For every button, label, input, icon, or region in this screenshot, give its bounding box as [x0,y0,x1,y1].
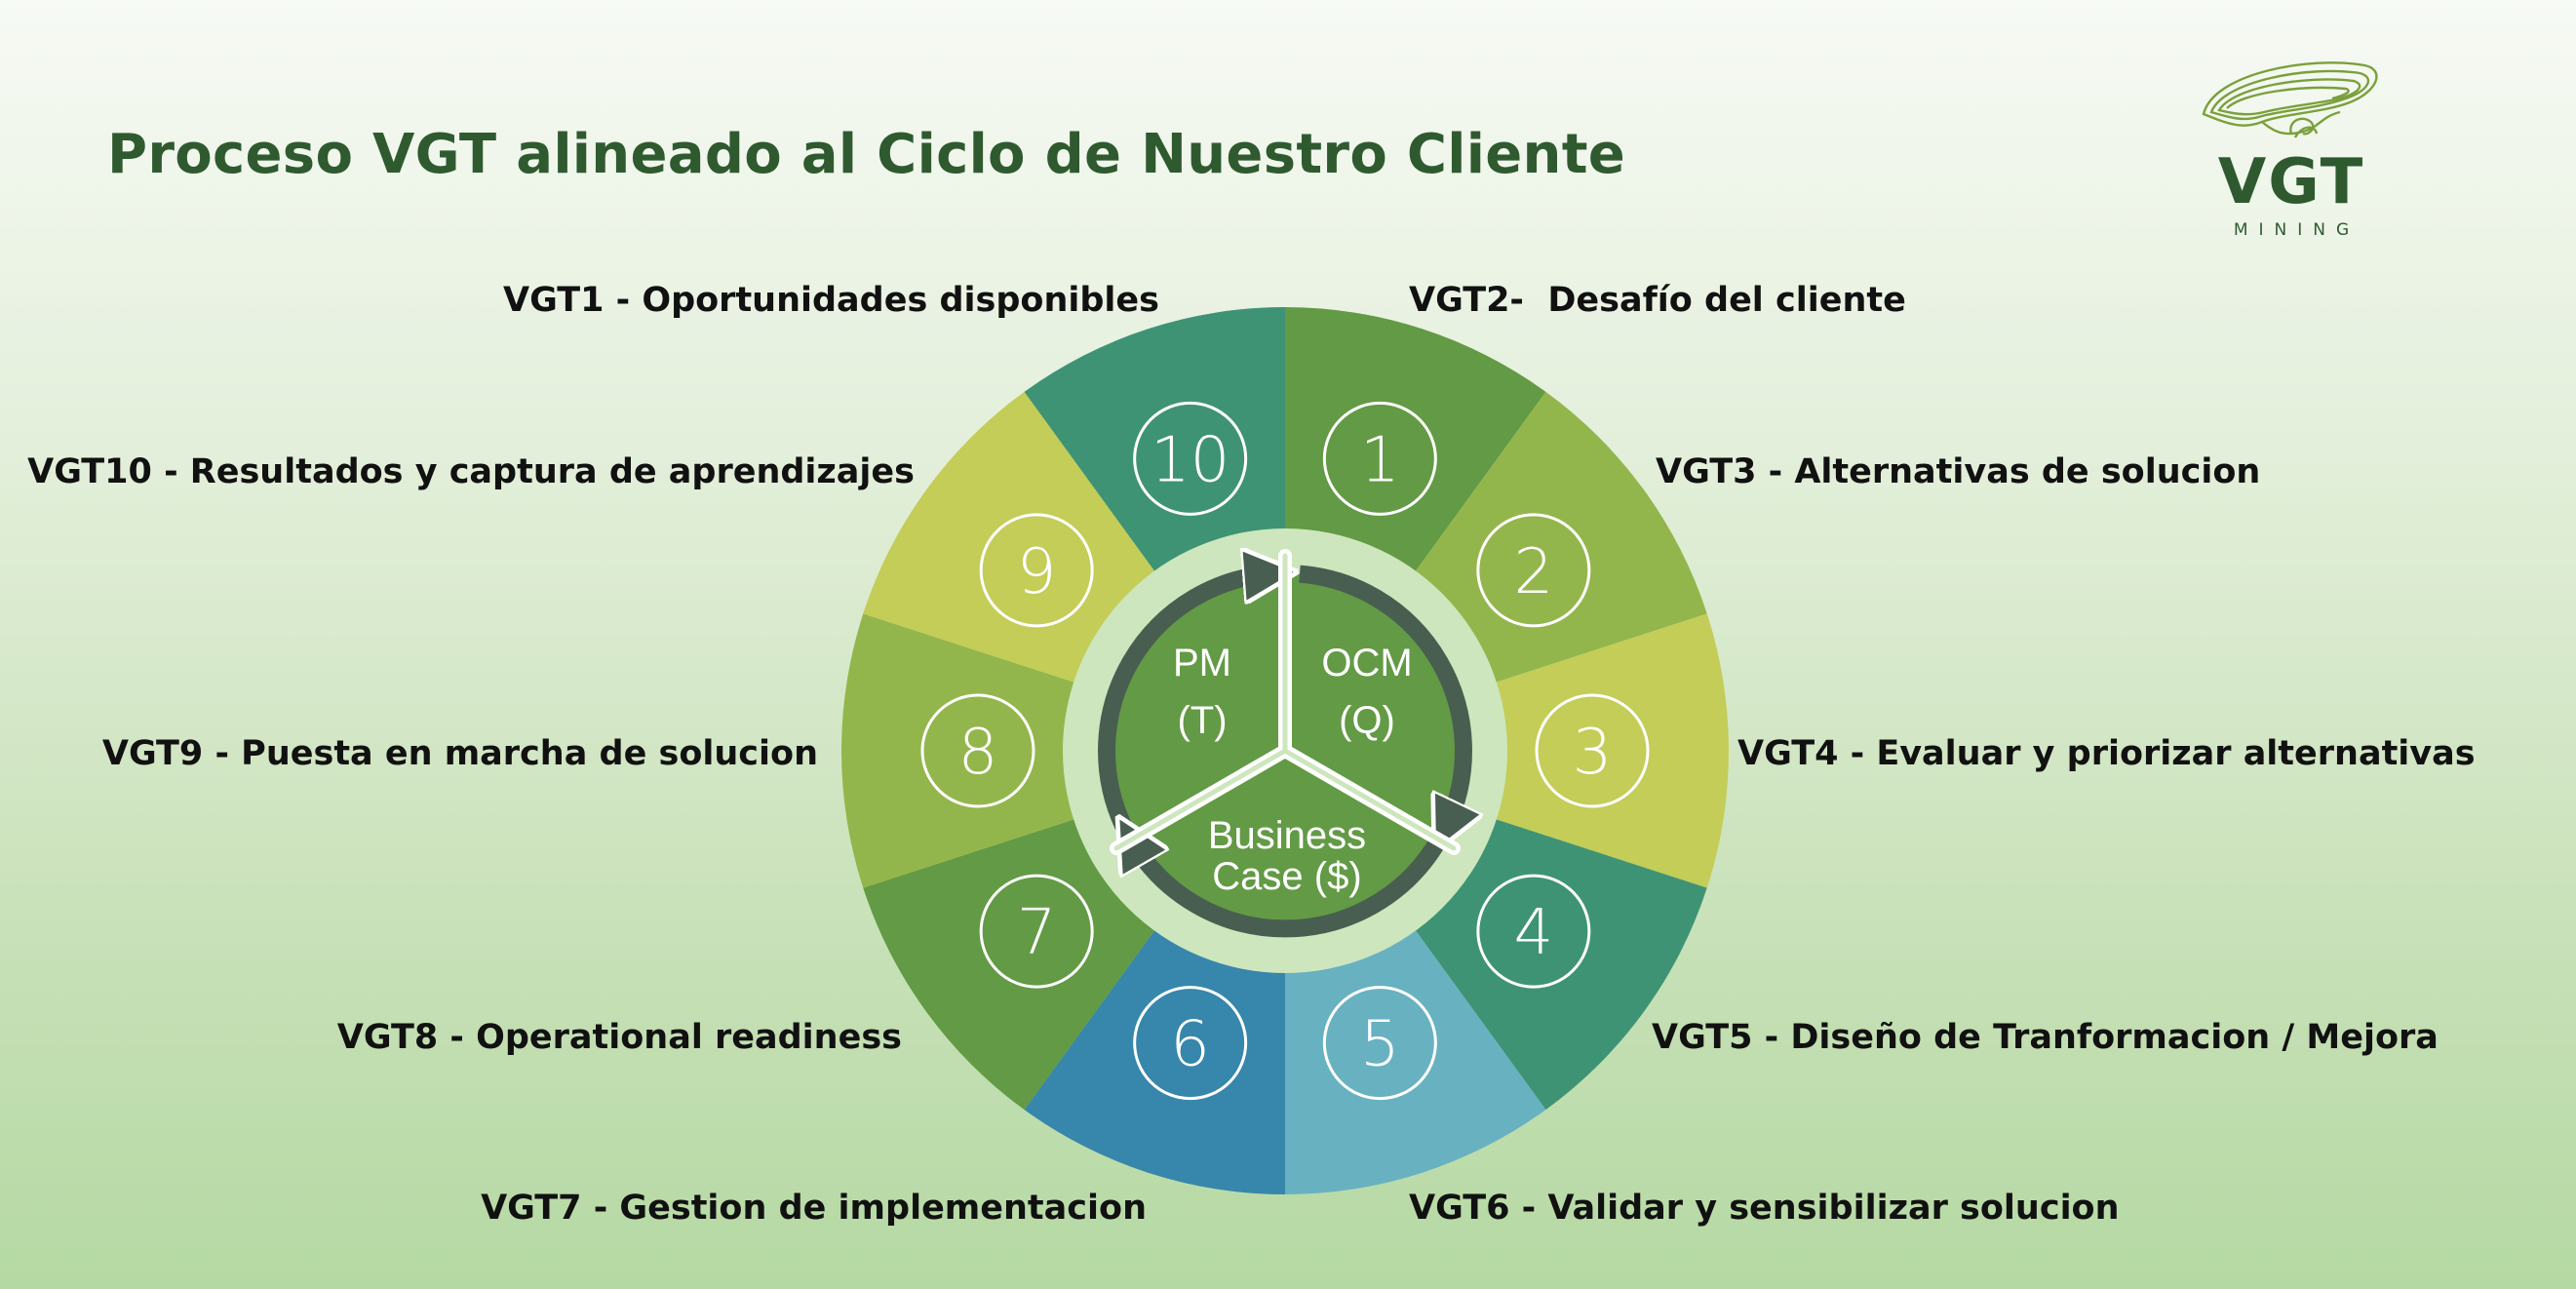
pm-sublabel: (T) [1177,699,1227,742]
step-label-8: VGT8 - Operational readiness [336,1018,902,1057]
ocm-label: OCM [1321,642,1412,684]
wheel-segment-2 [1411,391,1707,685]
step-number-circle-8 [920,693,1035,808]
step-number-circle-6 [1133,986,1248,1101]
wheel-segment-10 [1024,307,1285,578]
cycle-arrow-pm [1098,574,1270,832]
step-number-8: 8 [958,717,998,789]
step-number-9: 9 [1017,536,1057,608]
center-divider-inner [1113,553,1457,851]
step-number-circle-10 [1133,401,1248,516]
step-label-9: VGT9 - Puesta en marcha de solucion [101,734,818,773]
step-number-2: 2 [1513,536,1553,608]
step-number-circle-3 [1535,693,1650,808]
step-label-7: VGT7 - Gestion de implementacion [481,1189,1147,1228]
page-title: Proceso VGT alineado al Ciclo de Nuestro… [107,123,1626,186]
business-case-sublabel: Case ($) [1212,855,1361,898]
wheel-segment-7 [863,816,1159,1111]
wheel-segment-5 [1285,923,1546,1194]
cycle-arrow-ocm [1299,565,1464,828]
step-label-6: VGT6 - Validar y sensibilizar solucion [1409,1189,2120,1228]
step-number-6: 6 [1170,1009,1210,1081]
wheel-segment-4 [1411,816,1707,1111]
step-label-5: VGT5 - Diseño de Tranformacion / Mejora [1652,1018,2439,1057]
business-case-label: Business [1208,814,1366,857]
step-number-10: 10 [1151,424,1229,496]
step-number-circle-9 [979,513,1094,628]
wheel-segment-6 [1024,923,1285,1194]
step-number-circle-5 [1322,986,1437,1101]
wheel-segment-1 [1285,307,1546,578]
step-number-circle-2 [1476,513,1591,628]
step-number-3: 3 [1573,717,1613,789]
step-number-circle-4 [1476,874,1591,989]
wheel-segment-3 [1489,613,1730,888]
step-label-3: VGT3 - Alternativas de solucion [1656,452,2261,491]
step-label-2: VGT2- Desafío del cliente [1409,281,1906,320]
mountain-logo-icon [2202,61,2378,138]
step-number-4: 4 [1513,897,1553,969]
pm-label: PM [1173,642,1231,684]
logo-name: VGT [2217,146,2365,218]
cycle-arrow-business [1131,840,1447,938]
step-label-10: VGT10 - Resultados y captura de aprendiz… [27,452,915,491]
step-label-4: VGT4 - Evaluar y priorizar alternativas [1737,734,2476,773]
step-number-7: 7 [1017,897,1057,969]
ocm-sublabel: (Q) [1339,699,1395,742]
logo-subtitle: MINING [2233,220,2361,240]
step-number-circle-1 [1322,401,1437,516]
step-number-1: 1 [1360,424,1400,496]
step-number-5: 5 [1360,1009,1400,1081]
wheel-segment-9 [863,391,1159,685]
step-label-1: VGT1 - Oportunidades disponibles [503,281,1159,320]
step-number-circle-7 [979,874,1094,989]
wheel-segment-8 [841,613,1081,888]
